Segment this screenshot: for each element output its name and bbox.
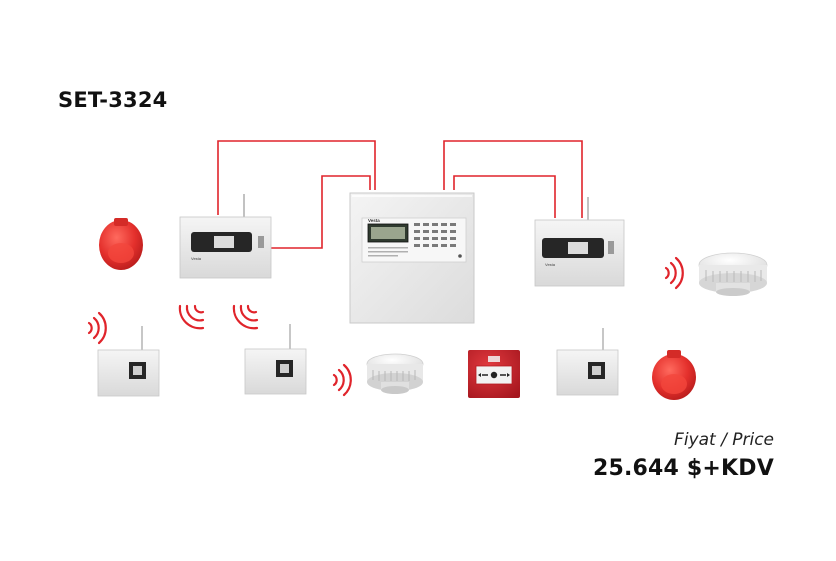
wire-right-inner: [453, 175, 556, 218]
wire-left-inner: [262, 175, 371, 249]
wireless-signal-icon: [178, 304, 205, 330]
wireless-signal-icon: [332, 363, 352, 397]
wire-left-outer: [217, 140, 376, 215]
wireless-signal-icon: [232, 304, 259, 330]
price-value: 25.644 $+KDV: [592, 456, 774, 481]
siren-icon: [652, 350, 696, 400]
repeater-panel-icon: Vesta: [179, 194, 272, 279]
repeater-right-brand: Vesta: [545, 262, 556, 267]
product-set-code: SET-3324: [58, 88, 168, 112]
siren-icon: [99, 218, 143, 270]
wireless-signal-icon: [87, 311, 107, 345]
control-panel-icon: Vesta: [349, 192, 475, 324]
wire-right-outer: [443, 140, 583, 218]
smoke-detector-icon: [698, 252, 768, 296]
manual-call-point-icon: [468, 350, 520, 398]
wiring: [217, 140, 583, 249]
wireless-module-icon: [97, 326, 160, 397]
wireless-module-icon: [556, 328, 619, 396]
repeater-panel-icon: Vesta: [534, 197, 625, 287]
smoke-detector-icon: [366, 353, 424, 394]
repeater-left-brand: Vesta: [191, 256, 202, 261]
price-label: Fiyat / Price: [674, 430, 774, 450]
wireless-module-icon: [244, 324, 307, 395]
wireless-signal-icon: [664, 256, 684, 290]
control-panel-brand: Vesta: [368, 218, 380, 223]
